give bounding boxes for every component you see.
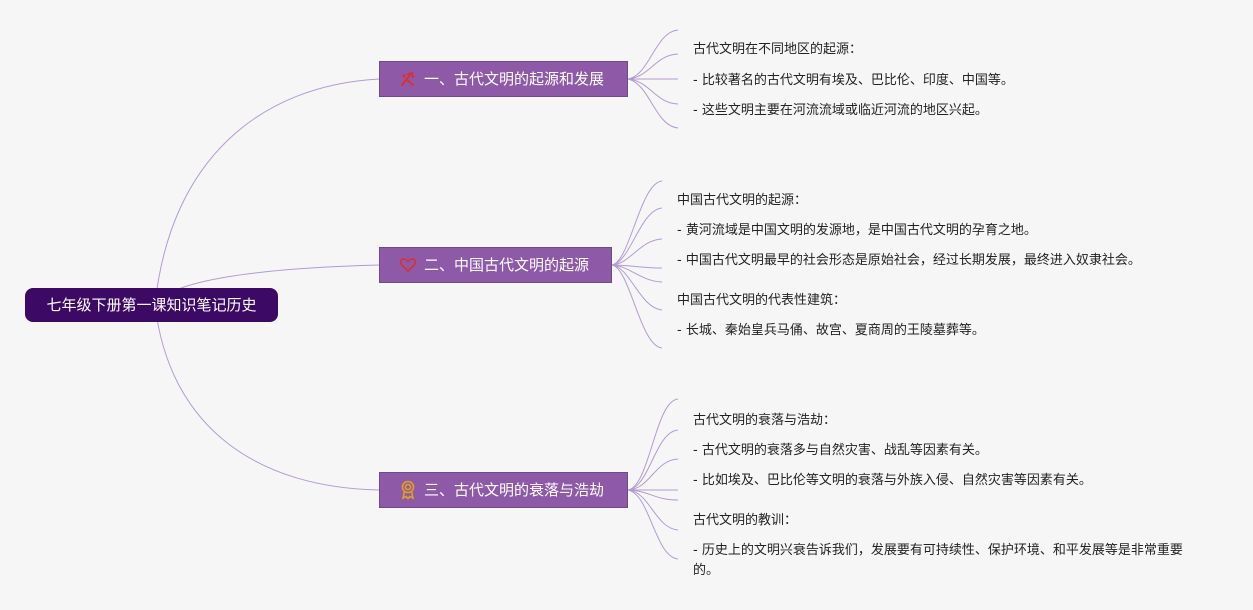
connector-b1-leaf-3: [627, 78, 679, 105]
leaf-b2-item-1: - 黄河流域是中国文明的发源地，是中国古代文明的孕育之地。: [677, 223, 1037, 238]
heart-icon: [398, 255, 418, 275]
leaf-b2-heading-1: 中国古代文明的起源：: [677, 193, 808, 208]
connector-b1-leaf-0: [627, 29, 679, 80]
leaf-b2-heading-2: 中国古代文明的代表性建筑：: [677, 293, 847, 308]
connector-b1-leaf-1: [627, 53, 679, 80]
leaf-b3-item-2: - 比如埃及、巴比伦等文明的衰落与外族入侵、自然灾害等因素有关。: [693, 473, 1092, 488]
connector-b2-leaf-6: [611, 264, 663, 349]
branch-3-node[interactable]: 三、古代文明的衰落与浩劫: [379, 472, 628, 508]
connector-b3-leaf-5: [627, 489, 679, 531]
medal-icon: [398, 480, 418, 500]
branch-2-node[interactable]: 二、中国古代文明的起源: [379, 247, 612, 283]
connector-b3-leaf-1: [627, 429, 679, 491]
connector-b3-leaf-4: [627, 489, 679, 501]
connector-b2-leaf-5: [611, 264, 663, 311]
connector-b2-leaf-4: [611, 264, 663, 283]
leaf-b3-item-1: - 古代文明的衰落多与自然灾害、战乱等因素有关。: [693, 443, 988, 458]
connector-b3-leaf-0: [627, 398, 679, 491]
branch-3-label: 三、古代文明的衰落与浩劫: [424, 481, 605, 499]
connector-b2-leaf-0: [611, 180, 663, 266]
connector-root-branch-1: [154, 78, 381, 306]
leaf-b1-item-1: - 比较著名的古代文明有埃及、巴比伦、印度、中国等。: [693, 73, 1014, 88]
connector-b2-leaf-2: [611, 238, 663, 266]
leaf-b3-item-3: - 历史上的文明兴衰告诉我们，发展要有可持续性、保护环境、和平发展等是非常重要的…: [693, 543, 1183, 578]
connector-b2-leaf-1: [611, 207, 663, 266]
connector-b2-leaf-3: [611, 264, 663, 269]
connector-root-branch-3: [154, 304, 381, 491]
branch-1-label: 一、古代文明的起源和发展: [424, 70, 605, 88]
leaf-b1-heading: 古代文明在不同地区的起源：: [693, 42, 863, 57]
leaf-b2-item-2: - 中国古代文明最早的社会形态是原始社会，经过长期发展，最终进入奴隶社会。: [677, 253, 1141, 268]
leaf-b2-item-3: - 长城、秦始皇兵马俑、故宫、夏商周的王陵墓葬等。: [677, 323, 985, 338]
leaf-b3-heading-1: 古代文明的衰落与浩劫：: [693, 413, 837, 428]
leaf-b1-item-2: - 这些文明主要在河流流域或临近河流的地区兴起。: [693, 103, 988, 118]
connector-b3-leaf-2: [627, 458, 679, 491]
connector-b3-leaf-6: [627, 489, 679, 560]
leaf-b3-heading-2: 古代文明的教训：: [693, 513, 798, 528]
branch-2-label: 二、中国古代文明的起源: [424, 256, 590, 274]
branch-1-node[interactable]: 一、古代文明的起源和发展: [379, 61, 628, 97]
root-node[interactable]: 七年级下册第一课知识笔记历史: [25, 288, 278, 322]
connector-b1-leaf-4: [627, 78, 679, 129]
crossed-tools-icon: [398, 69, 418, 89]
root-label: 七年级下册第一课知识笔记历史: [46, 296, 257, 314]
